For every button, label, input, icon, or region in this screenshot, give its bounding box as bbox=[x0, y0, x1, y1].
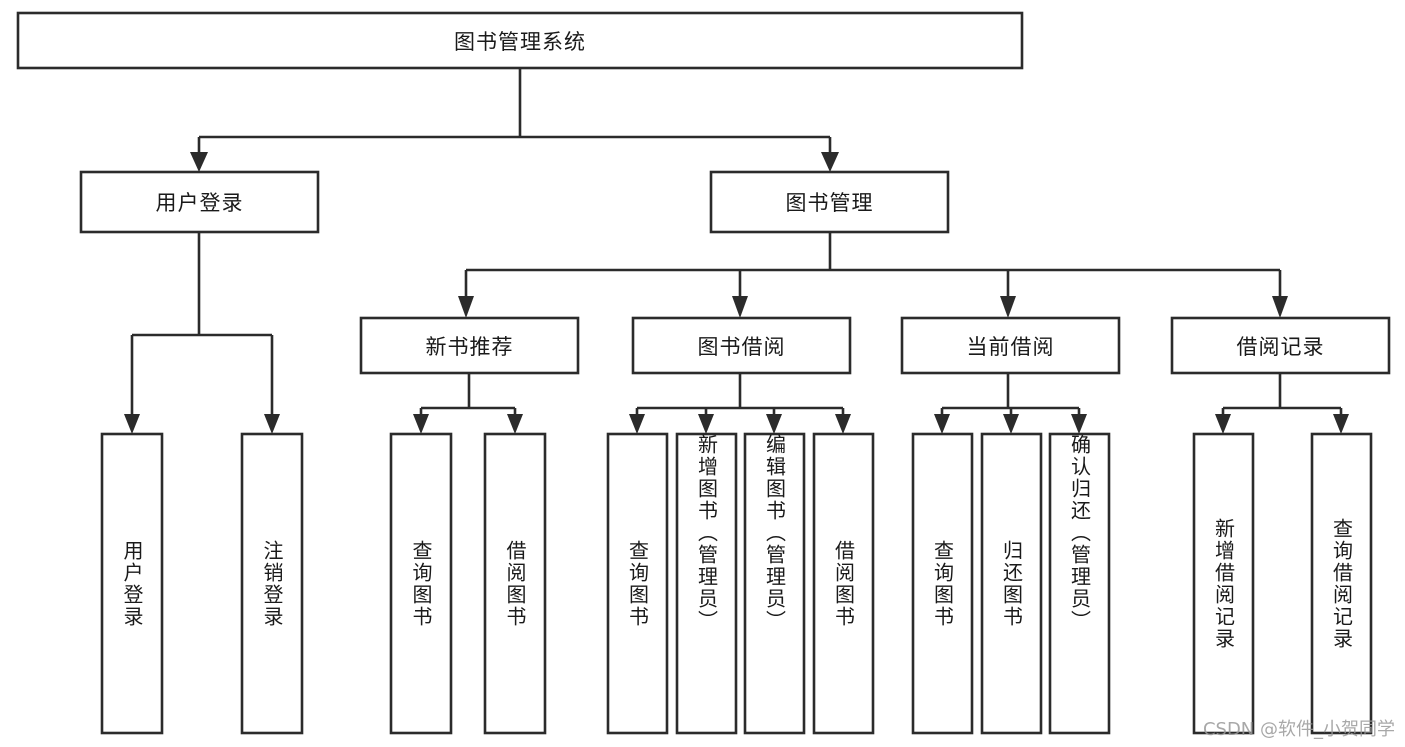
arrow-current-borrow-leaf-0 bbox=[934, 414, 950, 434]
arrow-book-borrow-leaf-3 bbox=[835, 414, 851, 434]
arrow-book-manage-to-borrow-record bbox=[1272, 296, 1288, 318]
leaf-box-borrow-record-0[interactable] bbox=[1192, 432, 1255, 735]
leaf-box-current-borrow-0[interactable] bbox=[911, 432, 974, 735]
leaf-box-current-borrow-1[interactable] bbox=[980, 432, 1043, 735]
leaf-box-book-borrow-2[interactable] bbox=[743, 432, 806, 735]
node-borrow-record-box[interactable] bbox=[1170, 316, 1391, 375]
arrow-book-borrow-leaf-0 bbox=[629, 414, 645, 434]
node-user-login-box[interactable] bbox=[79, 170, 320, 234]
node-root-box[interactable] bbox=[16, 11, 1024, 70]
arrow-new-book-leaf-0 bbox=[413, 414, 429, 434]
arrow-current-borrow-leaf-2 bbox=[1071, 414, 1087, 434]
arrow-user-login-leaf-0 bbox=[124, 414, 140, 434]
leaf-box-book-borrow-0[interactable] bbox=[606, 432, 669, 735]
node-new-book-recommend-box[interactable] bbox=[359, 316, 580, 375]
leaf-box-new-book-0[interactable] bbox=[389, 432, 453, 735]
arrow-borrow-record-leaf-0 bbox=[1215, 414, 1231, 434]
leaf-box-borrow-record-1[interactable] bbox=[1310, 432, 1373, 735]
arrow-root-to-book-manage bbox=[821, 152, 839, 172]
arrow-book-manage-to-current-borrow bbox=[1000, 296, 1016, 318]
leaf-box-current-borrow-2[interactable] bbox=[1048, 432, 1111, 735]
arrow-current-borrow-leaf-1 bbox=[1003, 414, 1019, 434]
leaf-box-user-login-1[interactable] bbox=[240, 432, 304, 735]
arrow-book-manage-to-book-borrow bbox=[732, 296, 748, 318]
leaf-box-user-login-0[interactable] bbox=[100, 432, 164, 735]
arrow-book-borrow-leaf-1 bbox=[698, 414, 714, 434]
leaf-box-book-borrow-3[interactable] bbox=[812, 432, 875, 735]
arrow-borrow-record-leaf-1 bbox=[1333, 414, 1349, 434]
leaf-box-new-book-1[interactable] bbox=[483, 432, 547, 735]
arrow-book-manage-to-new-book bbox=[458, 296, 474, 318]
arrow-book-borrow-leaf-2 bbox=[766, 414, 782, 434]
node-book-borrow-box[interactable] bbox=[631, 316, 852, 375]
arrow-root-to-user-login bbox=[190, 152, 208, 172]
node-book-manage-box[interactable] bbox=[709, 170, 950, 234]
csdn-watermark: CSDN @软件_小贺同学 bbox=[1202, 719, 1395, 740]
leaf-box-book-borrow-1[interactable] bbox=[675, 432, 738, 735]
node-current-borrow-box[interactable] bbox=[900, 316, 1121, 375]
arrow-user-login-leaf-1 bbox=[264, 414, 280, 434]
arrow-new-book-leaf-1 bbox=[507, 414, 523, 434]
